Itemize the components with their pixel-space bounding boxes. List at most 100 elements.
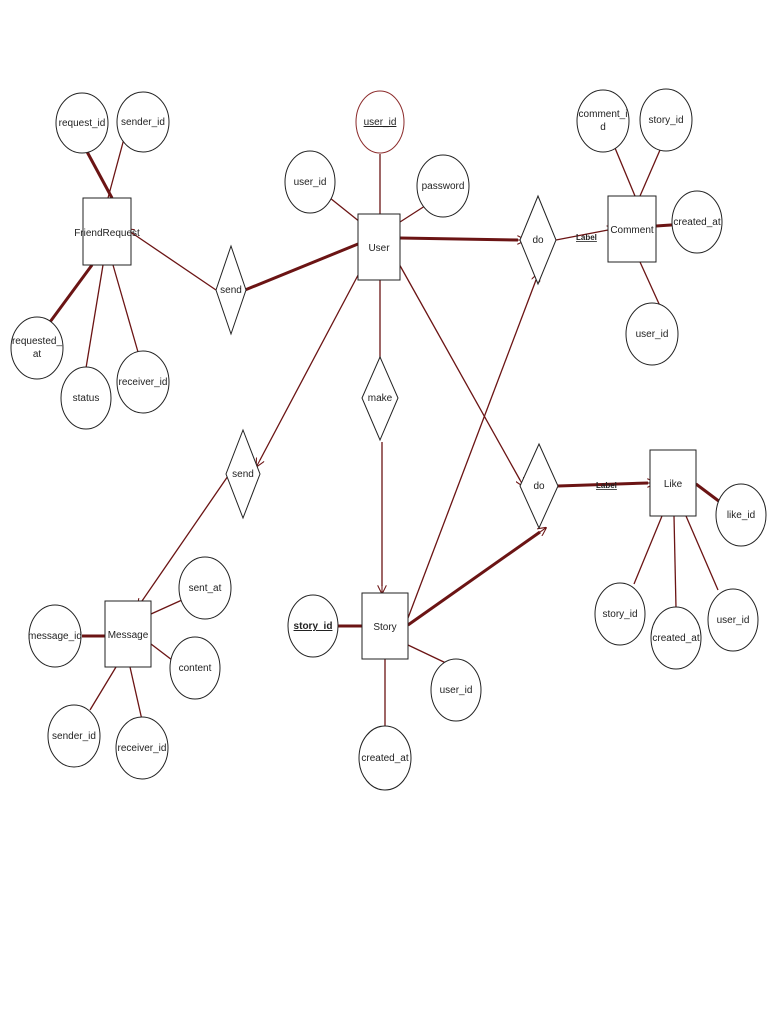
entity-message-label: Message [108, 630, 149, 641]
attr-fr-status-label: status [73, 393, 100, 404]
attr-fr-status[interactable]: status [60, 366, 112, 430]
edge-send-message [142, 475, 229, 601]
entity-user[interactable]: User [357, 213, 401, 281]
edge-do-comment [555, 230, 608, 241]
entity-story-label: Story [373, 622, 396, 633]
attr-message-sender-id[interactable]: sender_id [47, 704, 101, 768]
relationship-send-friend-label: send [220, 285, 242, 296]
attr-user-password-label: password [422, 181, 465, 192]
edge-story-do-like [407, 532, 540, 627]
edge-send-user [244, 242, 359, 292]
attr-comment-created-at[interactable]: created_at [671, 190, 723, 254]
entity-comment[interactable]: Comment [607, 195, 657, 263]
entity-user-label: User [368, 243, 390, 254]
edge-message-sent-at [150, 599, 183, 615]
entity-story[interactable]: Story [361, 592, 409, 660]
entity-comment-label: Comment [610, 225, 654, 236]
attr-fr-request-id[interactable]: request_id [55, 92, 109, 154]
edge-like-created-at [673, 515, 677, 609]
edge-user-id [329, 197, 361, 223]
edge-do-like [557, 483, 648, 486]
attr-comment-id-line1: comment_i [579, 109, 628, 120]
attr-fr-requested-at[interactable]: requested_ at [10, 316, 64, 380]
attr-message-sent-at[interactable]: sent_at [178, 556, 232, 620]
relationship-send-friend-request[interactable]: send [215, 244, 247, 336]
entity-like-label: Like [664, 479, 683, 490]
relationship-send-message[interactable]: send [225, 428, 261, 520]
edge-user-send-msg [260, 261, 366, 460]
edge-fr-status [85, 264, 104, 369]
edge-fr-send [132, 233, 217, 291]
attr-fr-receiver-id-label: receiver_id [119, 377, 168, 388]
attr-message-sent-at-label: sent_at [189, 583, 222, 594]
entity-message[interactable]: Message [104, 600, 152, 668]
edge-like-user-id [685, 515, 719, 591]
attr-like-id[interactable]: like_id [715, 483, 767, 547]
attr-story-created-at-label: created_at [361, 753, 408, 764]
edge-fr-requested-at [48, 264, 94, 323]
attr-story-user-id-label: user_id [440, 685, 473, 696]
edge-comment-user-id [639, 261, 661, 307]
relationship-do-comment[interactable]: do [519, 194, 557, 286]
attr-user-password[interactable]: password [416, 154, 470, 218]
edge-like-id [695, 482, 721, 504]
entity-friend-request-label: FriendRequest [74, 228, 140, 239]
attr-like-user-id[interactable]: user_id [707, 588, 759, 652]
attr-comment-id[interactable]: comment_i d [576, 89, 630, 153]
attr-like-story-id-label: story_id [602, 609, 637, 620]
attr-message-id[interactable]: message_id [28, 604, 82, 668]
attr-like-created-at-label: created_at [652, 633, 699, 644]
attr-comment-user-id-label: user_id [636, 329, 669, 340]
edge-comment-id [614, 147, 636, 197]
attr-user-id-label: user_id [294, 177, 327, 188]
edge-fr-sender-id [107, 134, 126, 199]
attr-user-id[interactable]: user_id [284, 150, 336, 214]
attr-fr-requested-at-line1: requested_ [12, 336, 62, 347]
attr-story-created-at[interactable]: created_at [358, 725, 412, 791]
relationship-do-like-label: do [533, 481, 545, 492]
edge-message-receiver-id [129, 666, 143, 721]
edge-story-user-id [407, 644, 449, 665]
attr-like-story-id[interactable]: story_id [594, 582, 646, 646]
edge-user-do-comment [399, 238, 518, 240]
edge-label-like: Label [596, 481, 617, 490]
attr-message-receiver-id-label: receiver_id [118, 743, 167, 754]
attr-like-created-at[interactable]: created_at [650, 606, 702, 670]
edge-like-story-id [633, 515, 663, 585]
attr-message-receiver-id[interactable]: receiver_id [115, 716, 169, 780]
attr-message-id-label: message_id [28, 631, 82, 642]
attr-fr-requested-at-line2: at [33, 349, 42, 360]
edge-message-content [150, 643, 173, 661]
attr-user-pk-label: user_id [364, 117, 397, 128]
attr-comment-created-at-label: created_at [673, 217, 720, 228]
relationship-do-like[interactable]: do [519, 442, 559, 530]
attr-like-user-id-label: user_id [717, 615, 750, 626]
edge-story-do-comment [407, 280, 536, 619]
attr-comment-story-id-label: story_id [648, 115, 683, 126]
attr-fr-receiver-id[interactable]: receiver_id [116, 350, 170, 414]
attr-story-pk-label: story_id [294, 621, 333, 632]
attr-story-pk[interactable]: story_id [287, 594, 339, 658]
relationship-make[interactable]: make [361, 355, 399, 442]
relationship-make-label: make [368, 393, 393, 404]
attr-comment-user-id[interactable]: user_id [625, 302, 679, 366]
attr-fr-request-id-label: request_id [59, 118, 106, 129]
attr-like-id-label: like_id [727, 510, 755, 521]
attr-comment-story-id[interactable]: story_id [639, 88, 693, 152]
relationship-do-comment-label: do [532, 235, 544, 246]
attr-comment-id-line2: d [600, 122, 606, 133]
edge-fr-receiver-id [112, 264, 139, 353]
attr-fr-sender-id[interactable]: sender_id [116, 91, 170, 153]
entity-friend-request[interactable]: FriendRequest [74, 197, 140, 266]
attr-message-content[interactable]: content [169, 636, 221, 700]
attr-fr-sender-id-label: sender_id [121, 117, 165, 128]
entity-like[interactable]: Like [649, 449, 697, 517]
attr-message-content-label: content [179, 663, 212, 674]
relationship-send-message-label: send [232, 469, 254, 480]
edge-comment-story-id [639, 149, 661, 197]
attr-story-user-id[interactable]: user_id [430, 658, 482, 722]
attr-user-pk[interactable]: user_id [355, 90, 405, 154]
edges [48, 134, 721, 726]
edge-user-do-like [397, 261, 520, 480]
